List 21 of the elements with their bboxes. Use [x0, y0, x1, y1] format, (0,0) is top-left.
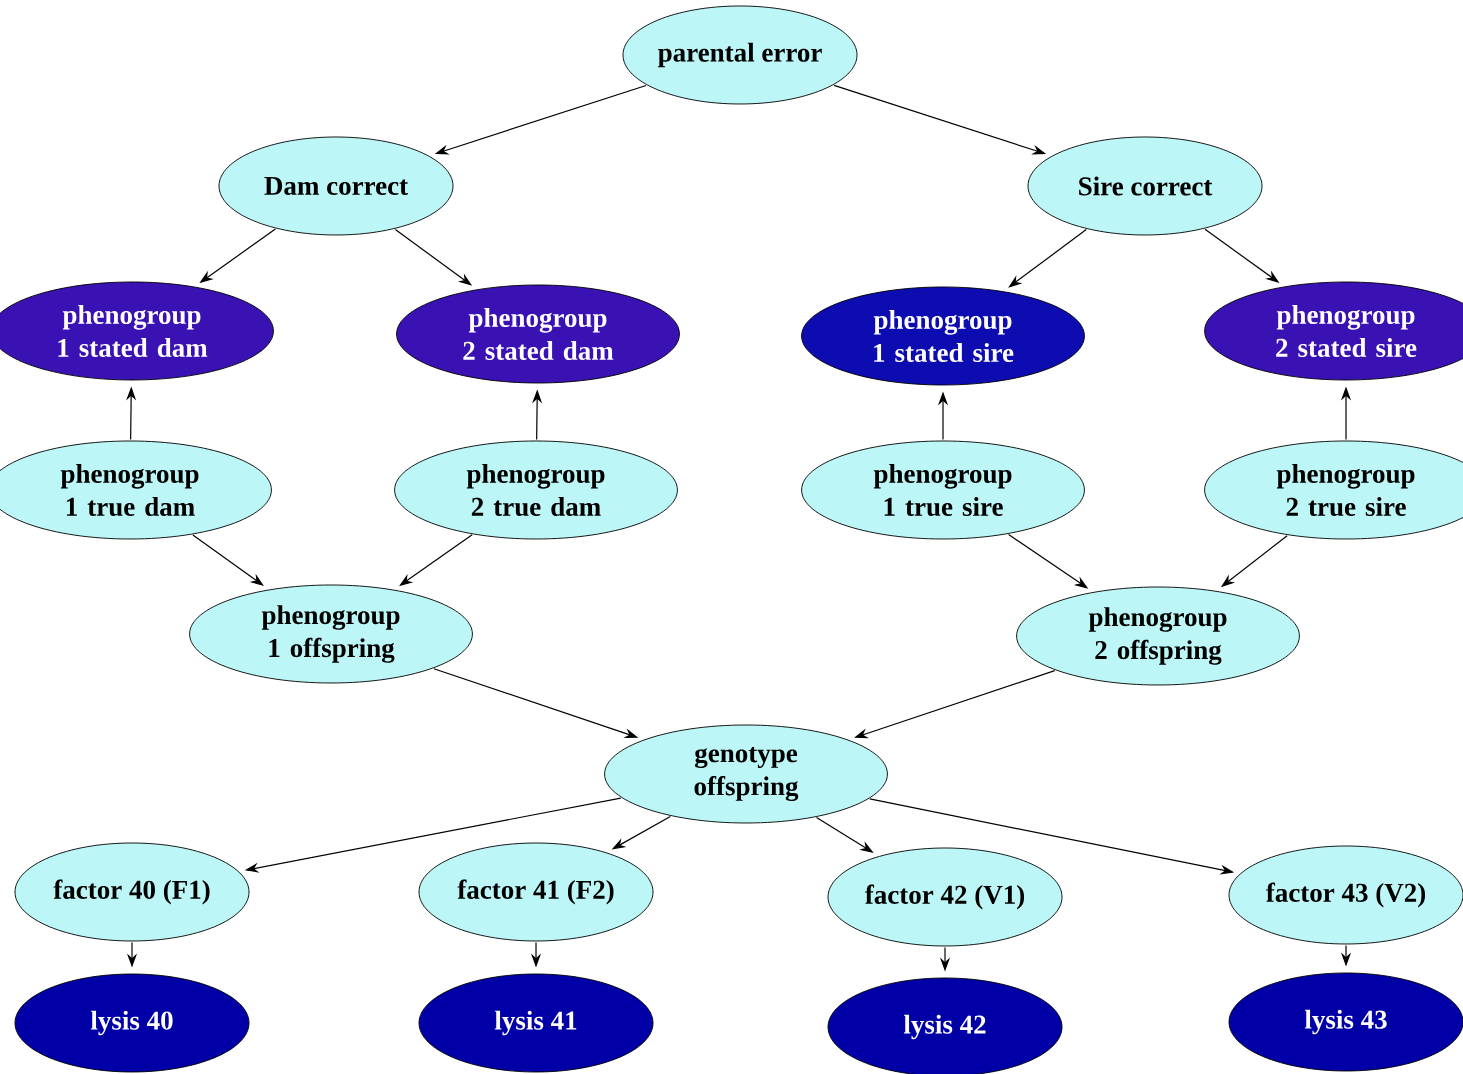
ellipse-node: factor 41 (F2): [418, 842, 654, 942]
ellipse-node: factor 40 (F1): [14, 842, 250, 942]
ellipse-node: phenogroup 1 offspring: [189, 584, 473, 684]
ellipse-node: phenogroup 2 offspring: [1016, 586, 1300, 686]
ellipse-node: phenogroup 1 true sire: [801, 440, 1085, 540]
ellipse-node: Sire correct: [1027, 136, 1263, 236]
arrow: [1008, 229, 1087, 288]
ellipse-node: phenogroup 2 true dam: [394, 440, 678, 540]
ellipse-node: phenogroup 2 true sire: [1204, 440, 1463, 540]
ellipse-node: parental error: [622, 5, 858, 105]
ellipse-node: lysis 40: [14, 973, 250, 1073]
ellipse-node: Dam correct: [218, 136, 454, 236]
ellipse-node: lysis 41: [418, 973, 654, 1073]
ellipse-node: phenogroup 2 stated sire: [1204, 281, 1463, 381]
ellipse-node: phenogroup 1 stated sire: [801, 286, 1085, 386]
ellipse-node: factor 43 (V2): [1228, 845, 1463, 945]
ellipse-node: lysis 42: [827, 977, 1063, 1074]
ellipse-node: phenogroup 2 stated dam: [396, 284, 680, 384]
ellipse-node: factor 42 (V1): [827, 847, 1063, 947]
ellipse-node: genotype offspring: [604, 724, 888, 824]
ellipse-node: lysis 43: [1228, 972, 1463, 1072]
